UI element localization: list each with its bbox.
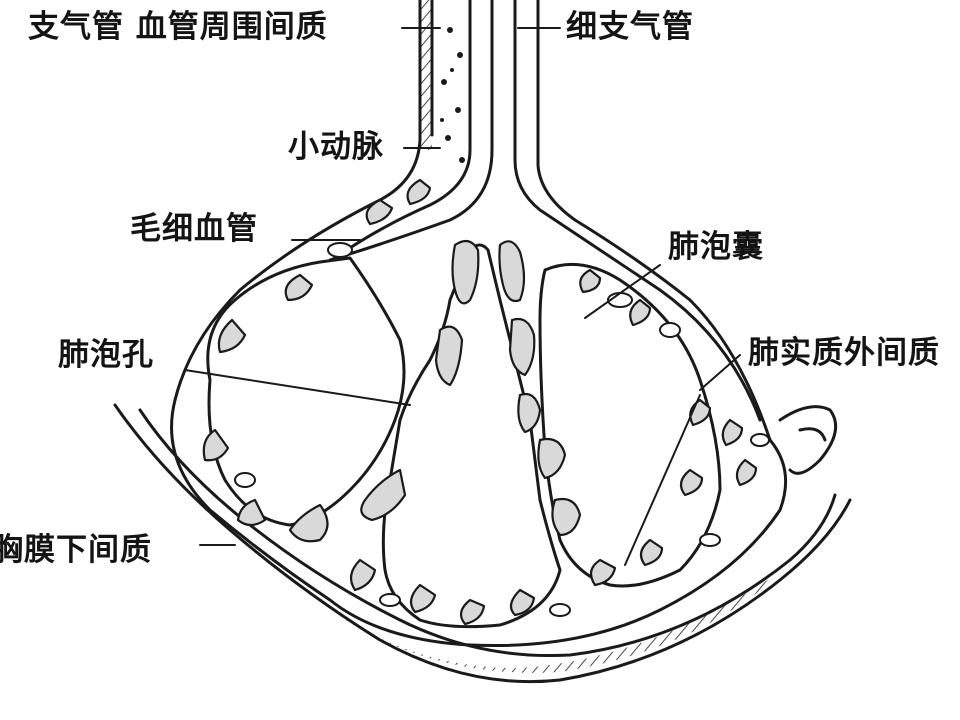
- capillary-rings: [234, 242, 770, 617]
- label-alveolar-pore: 肺泡孔: [58, 337, 154, 373]
- central-alveolus: [381, 243, 562, 629]
- pleura-outer: [113, 403, 852, 684]
- bronchiole-hatch: [420, 0, 432, 150]
- right-alveolus: [538, 262, 722, 588]
- label-extraparenchymal-interstitium: 肺实质外间质: [748, 335, 940, 371]
- label-peribronchial-interstitium: 支气管 血管周围间质: [28, 9, 328, 45]
- alveolar-septa: [202, 178, 758, 626]
- left-alveolus: [206, 256, 406, 527]
- label-small-artery: 小动脉: [288, 129, 384, 165]
- label-capillary: 毛细血管: [130, 211, 258, 247]
- artery-lumen: [440, 27, 465, 163]
- label-bronchiole: 细支气管: [566, 9, 694, 45]
- bronchiole-wall: [173, 0, 772, 442]
- pleural-vessel: [778, 405, 838, 475]
- pleura-inner: [138, 408, 837, 658]
- leader-lines: [184, 27, 741, 566]
- label-alveolar-sac: 肺泡囊: [668, 229, 764, 265]
- label-subpleural-interstitium: 胸膜下间质: [0, 532, 152, 568]
